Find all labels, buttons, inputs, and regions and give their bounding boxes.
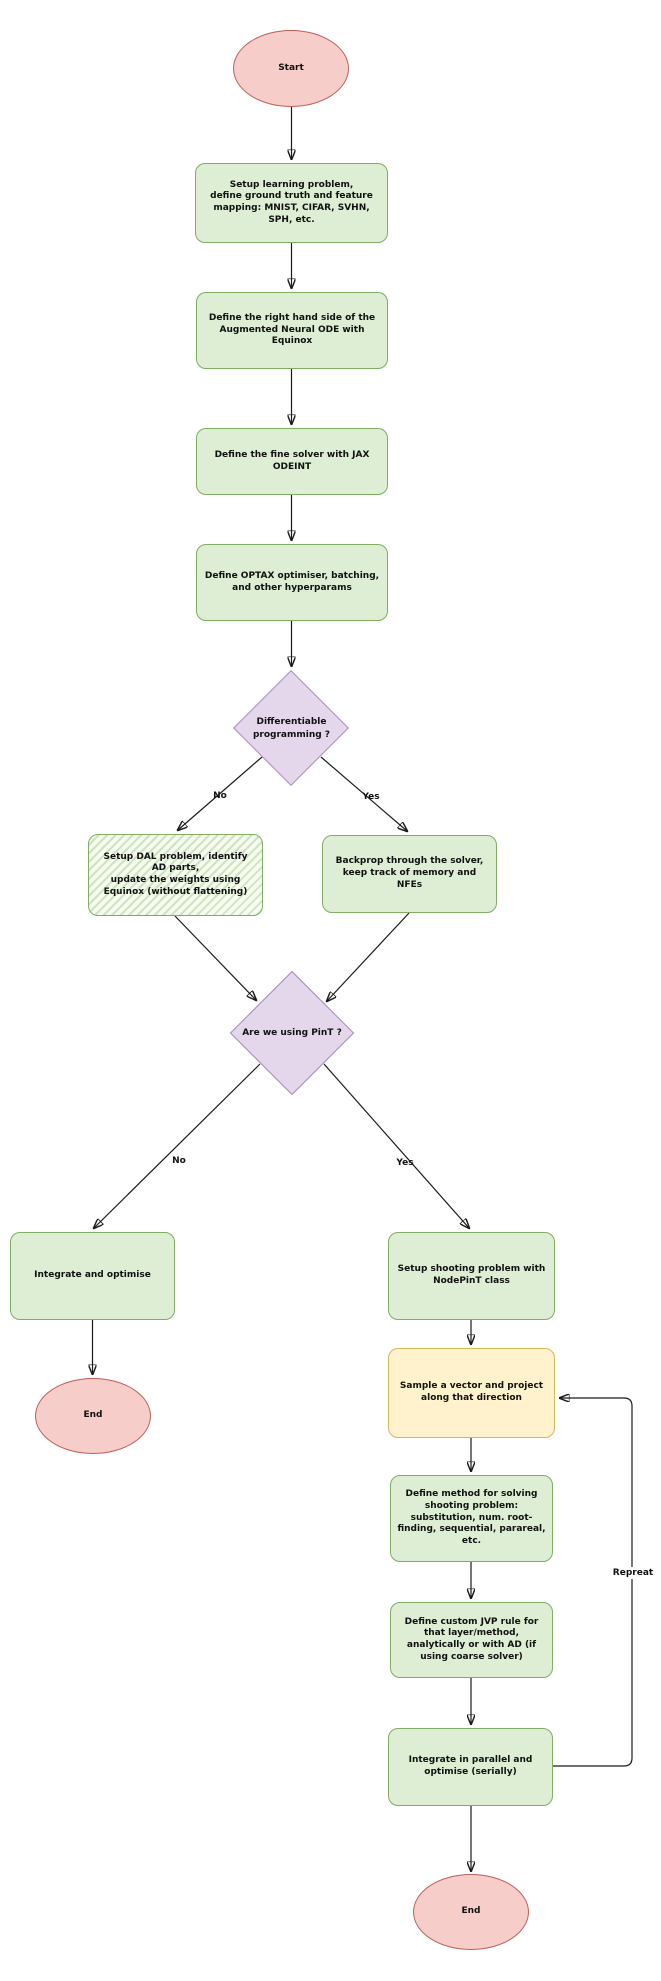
define-rhs-node: Define the right hand side of the Augmen… (196, 292, 388, 369)
define-jvp-node: Define custom JVP rule for that layer/me… (390, 1602, 553, 1678)
diff-prog-label: Differentiable programming ? (252, 717, 331, 740)
edge-repeat-loop (553, 1398, 633, 1767)
end-right-node: End (413, 1874, 529, 1950)
end-left-node: End (35, 1378, 151, 1454)
using-pint-label: Are we using PinT ? (242, 1027, 342, 1038)
setup-shooting-node: Setup shooting problem with NodePinT cla… (388, 1232, 555, 1320)
sample-vector-node: Sample a vector and project along that d… (388, 1348, 555, 1438)
integrate-parallel-node: Integrate in parallel and optimise (seri… (388, 1728, 553, 1806)
setup-learning-node: Setup learning problem, define ground tr… (195, 163, 388, 243)
edge-label-no-2: No (172, 1156, 186, 1166)
edge-label-repeat: Repreat (609, 1567, 657, 1579)
edge-label-no-1: No (213, 791, 227, 801)
setup-dal-node: Setup DAL problem, identify AD parts, up… (88, 834, 263, 916)
start-node: Start (233, 30, 349, 107)
optax-node: Define OPTAX optimiser, batching, and ot… (196, 544, 388, 621)
fine-solver-node: Define the fine solver with JAX ODEINT (196, 428, 388, 495)
integrate-optimise-node: Integrate and optimise (10, 1232, 175, 1320)
using-pint-decision: Are we using PinT ? (229, 970, 355, 1096)
define-method-node: Define method for solving shooting probl… (390, 1475, 553, 1562)
backprop-node: Backprop through the solver, keep track … (322, 835, 497, 913)
diff-prog-decision: Differentiable programming ? (233, 670, 350, 787)
edge-label-yes-1: Yes (362, 792, 380, 802)
edge-label-yes-2: Yes (396, 1158, 414, 1168)
